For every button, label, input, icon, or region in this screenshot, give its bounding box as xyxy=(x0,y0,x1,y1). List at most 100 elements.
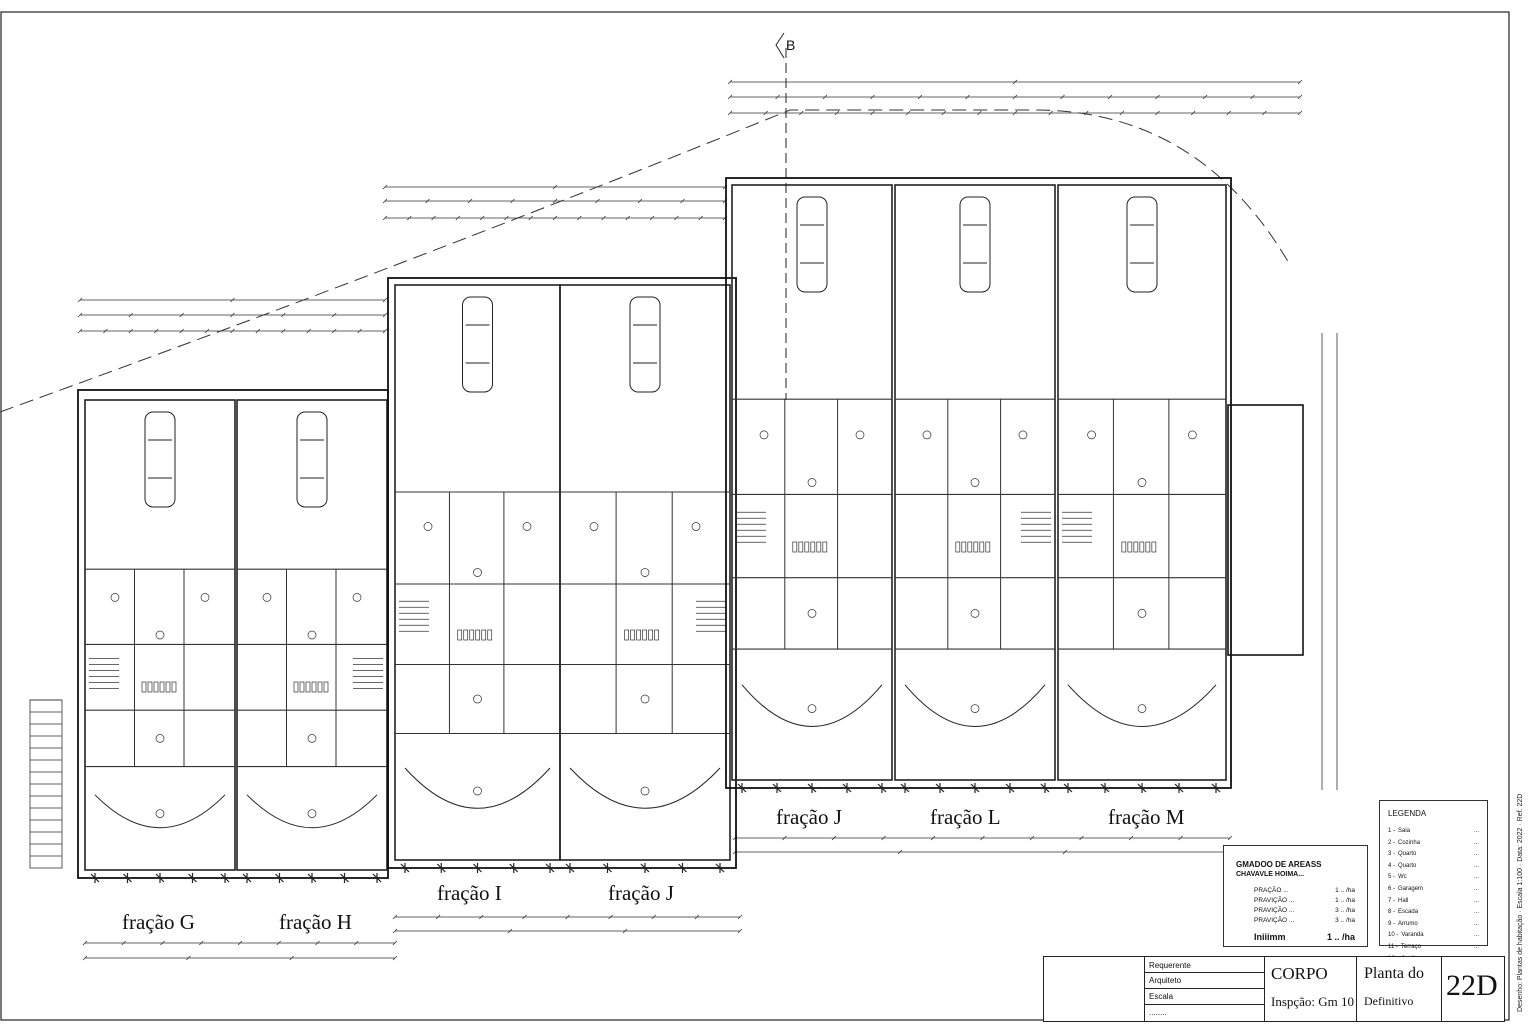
dimension-tick xyxy=(128,328,134,334)
areas-row: PRAVIÇÃO ...1 .. /ha xyxy=(1254,897,1355,904)
cabinet-mark xyxy=(299,681,305,693)
room-marker xyxy=(155,734,165,743)
cabinet-mark xyxy=(985,541,991,553)
dimension-tick xyxy=(897,849,903,855)
cabinet-mark xyxy=(305,681,311,693)
dimension-tick xyxy=(382,215,388,221)
plant-icon xyxy=(371,873,383,883)
fraction-j2-label: fração J xyxy=(776,805,842,829)
unit-plan xyxy=(894,184,1056,793)
dimension-tick xyxy=(357,328,362,334)
room-marker xyxy=(1018,430,1028,440)
dimension-tick xyxy=(1079,835,1084,841)
plant-icon xyxy=(969,783,981,793)
dimension-tick xyxy=(382,184,388,190)
dimension-tick xyxy=(276,940,282,946)
cabinet-mark xyxy=(804,541,810,553)
fraction-h-label: fração H xyxy=(279,910,352,934)
room-marker xyxy=(807,704,817,713)
tb-info-3: Escala xyxy=(1149,992,1174,1001)
dimension-tick xyxy=(905,110,911,116)
room-marker xyxy=(423,522,433,531)
dimension-tick xyxy=(831,835,837,841)
room-marker xyxy=(855,430,865,440)
dimension-tick xyxy=(77,328,83,334)
tb-sheet-number: 22D xyxy=(1446,969,1498,1002)
dimension-tick xyxy=(281,328,286,334)
room-marker xyxy=(1087,430,1096,440)
terrace-arc xyxy=(404,767,551,809)
room-marker xyxy=(307,734,317,743)
legend-title: LEGENDA xyxy=(1388,809,1427,818)
dimension-tick xyxy=(306,328,312,334)
dimension-tick xyxy=(160,940,165,946)
dimension-tick xyxy=(353,940,359,946)
room-marker xyxy=(473,694,482,704)
title-block: Requerente Arquiteto Escala ........ COR… xyxy=(1043,956,1505,1022)
plant-icon xyxy=(121,873,134,883)
terrace-arc xyxy=(904,684,1046,727)
areas-table: GMADOO DE AREASS CHAVAVLE HOIMA... PRAÇÃ… xyxy=(1223,845,1368,947)
legend-row: 6 -Garagem... xyxy=(1388,885,1479,892)
room-marker xyxy=(155,630,165,640)
dimension-tick xyxy=(1297,110,1303,116)
dimension-tick xyxy=(1029,835,1035,841)
plant-icon xyxy=(1039,783,1051,793)
dimension-tick xyxy=(1062,849,1068,855)
cabinet-mark xyxy=(293,681,299,693)
dimension-tick xyxy=(1262,110,1267,116)
tb-subtitle: Inspção: Gm 10 xyxy=(1271,994,1355,1009)
dimension-tick xyxy=(198,940,204,946)
dimension-tick xyxy=(237,940,243,946)
dimension-tick xyxy=(674,215,679,221)
legend-row: 8 -Escada... xyxy=(1388,909,1479,916)
cabinet-mark xyxy=(1121,541,1127,553)
dimension-tick xyxy=(407,215,412,221)
areas-row: PRAVIÇÃO ...3 .. /ha xyxy=(1254,907,1355,914)
cabinet-mark xyxy=(159,681,165,693)
unit-outline xyxy=(236,399,388,871)
cabinet-mark xyxy=(311,681,317,693)
building-blocks xyxy=(77,177,1304,883)
cabinet-mark xyxy=(816,541,822,553)
dimension-tick xyxy=(186,955,191,961)
car-icon xyxy=(959,196,991,293)
cabinet-mark xyxy=(967,541,973,553)
room-marker xyxy=(522,522,532,531)
dimension-tick xyxy=(698,215,703,221)
cabinet-mark xyxy=(1133,541,1139,553)
dimension-tick xyxy=(1155,110,1160,116)
legend-row: 10 -Varanda... xyxy=(1388,932,1479,939)
dimension-tick xyxy=(649,215,655,221)
cabinet-mark xyxy=(141,681,147,693)
dimension-tick xyxy=(601,215,606,221)
terrace-arc xyxy=(1067,684,1217,727)
side-caption: Desenho: Plantas de habitação · Escala 1… xyxy=(1517,793,1524,1012)
tb-drawing-sub: Definitivo xyxy=(1364,994,1414,1008)
unit-outline xyxy=(84,399,236,871)
dimension-tick xyxy=(382,328,388,334)
room-marker xyxy=(200,593,210,602)
dimension-tick xyxy=(382,198,388,204)
cabinet-mark xyxy=(1139,541,1145,553)
dimension-tick xyxy=(230,312,235,318)
tb-info-1: Requerente xyxy=(1149,961,1191,970)
plant-icon xyxy=(841,783,853,793)
dimension-tick xyxy=(1083,110,1089,116)
dimension-tick xyxy=(82,955,88,961)
cabinet-mark xyxy=(961,541,967,553)
dimension-tick xyxy=(1226,110,1232,116)
cabinet-mark xyxy=(955,541,961,553)
dimension-tick xyxy=(870,110,875,116)
car-icon xyxy=(296,411,328,508)
dimension-tick xyxy=(822,94,828,100)
unit-plan xyxy=(84,399,236,883)
dimension-tick xyxy=(1297,79,1303,85)
cabinet-mark xyxy=(463,629,469,641)
cabinet-mark xyxy=(973,541,979,553)
dimension-tick xyxy=(504,215,509,221)
dimension-tick xyxy=(510,198,515,204)
plant-icon xyxy=(564,863,576,873)
north-marker-label: B xyxy=(786,37,796,53)
